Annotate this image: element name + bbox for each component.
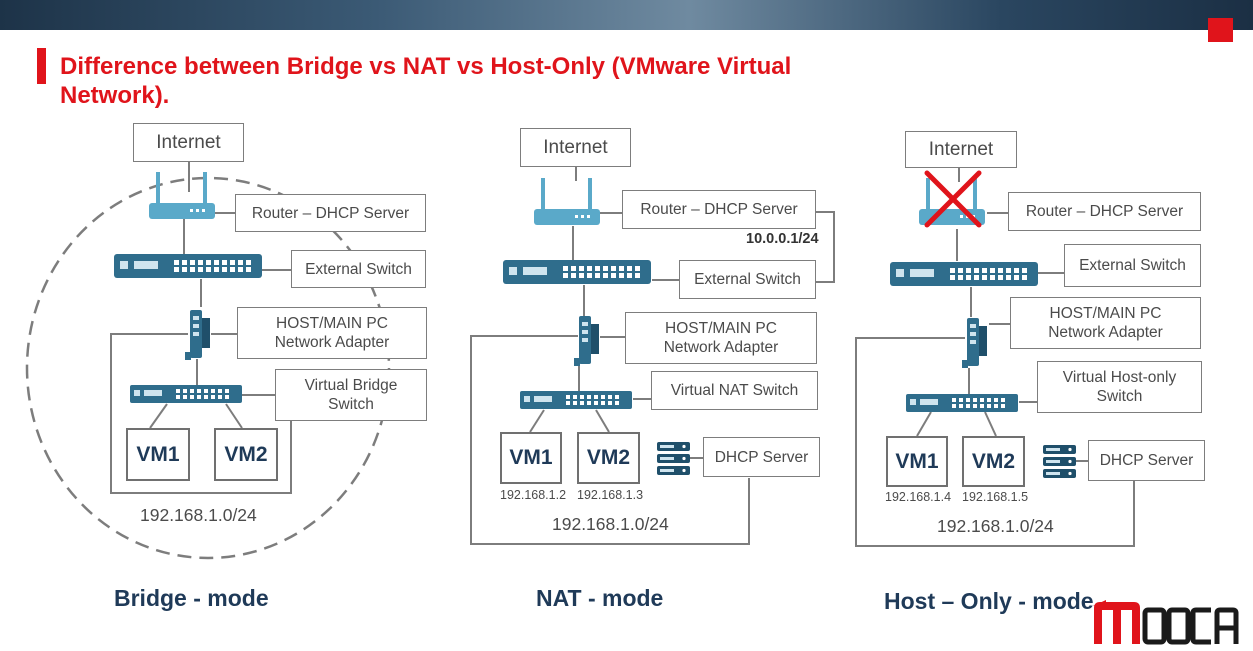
- hostonly-vm1-ip: 192.168.1.4: [885, 490, 952, 504]
- bridge-internet-box: Internet: [133, 123, 244, 162]
- corner-accent: [1208, 18, 1233, 42]
- hostonly-external-switch-label: External Switch: [1064, 244, 1201, 287]
- nat-vm2: VM2: [577, 432, 640, 484]
- network-adapter-icon: [962, 318, 987, 368]
- bridge-host-label: HOST/MAIN PC Network Adapter: [237, 307, 427, 359]
- nat-subnet-label: 10.0.0.1/24: [746, 231, 819, 247]
- bridge-network-label: 192.168.1.0/24: [140, 505, 257, 525]
- title-accent-bar: [37, 48, 46, 84]
- mooca-logo: [1093, 600, 1239, 645]
- nat-network-label: 192.168.1.0/24: [552, 514, 669, 534]
- header-banner: [0, 0, 1253, 30]
- nat-host-label: HOST/MAIN PC Network Adapter: [625, 312, 817, 364]
- nat-vswitch-label: Virtual NAT Switch: [651, 371, 818, 410]
- virtual-switch-icon: [906, 394, 1018, 412]
- nat-external-switch-label: External Switch: [679, 260, 816, 299]
- router-icon: [149, 172, 215, 219]
- slide-title: Difference between Bridge vs NAT vs Host…: [60, 53, 792, 109]
- virtual-switch-icon: [130, 385, 242, 403]
- blocked-x-icon: [924, 170, 982, 228]
- switch-icon: [890, 262, 1038, 286]
- switch-icon: [114, 254, 262, 278]
- bridge-vm1: VM1: [126, 428, 190, 481]
- hostonly-router-label: Router – DHCP Server: [1008, 192, 1201, 231]
- server-icon: [657, 442, 690, 475]
- hostonly-vm2-ip: 192.168.1.5: [962, 490, 1029, 504]
- bridge-mode-label: Bridge - mode: [114, 585, 269, 611]
- nat-router-label: Router – DHCP Server: [622, 190, 816, 229]
- nat-vm1: VM1: [500, 432, 562, 484]
- nat-internet-box: Internet: [520, 128, 631, 167]
- bridge-vm2: VM2: [214, 428, 278, 481]
- hostonly-mode-label: Host – Only - mode: [884, 588, 1094, 614]
- hostonly-dhcp-label: DHCP Server: [1088, 440, 1205, 481]
- hostonly-vm2: VM2: [962, 436, 1025, 487]
- virtual-switch-icon: [520, 391, 632, 409]
- hostonly-network-label: 192.168.1.0/24: [937, 516, 1054, 536]
- hostonly-vswitch-label: Virtual Host-only Switch: [1037, 361, 1202, 413]
- bridge-external-switch-label: External Switch: [291, 250, 426, 288]
- hostonly-vm1: VM1: [886, 436, 948, 487]
- bridge-router-label: Router – DHCP Server: [235, 194, 426, 232]
- router-icon: [534, 178, 600, 225]
- network-adapter-icon: [185, 310, 210, 360]
- hostonly-internet-box: Internet: [905, 131, 1017, 168]
- nat-vm2-ip: 192.168.1.3: [577, 488, 644, 502]
- hostonly-host-label: HOST/MAIN PC Network Adapter: [1010, 297, 1201, 349]
- nat-vm1-ip: 192.168.1.2: [500, 488, 567, 502]
- switch-icon: [503, 260, 651, 284]
- server-icon: [1043, 445, 1076, 478]
- nat-dhcp-label: DHCP Server: [703, 437, 820, 477]
- network-adapter-icon: [574, 316, 599, 366]
- bridge-vswitch-label: Virtual Bridge Switch: [275, 369, 427, 421]
- nat-mode-label: NAT - mode: [536, 585, 664, 611]
